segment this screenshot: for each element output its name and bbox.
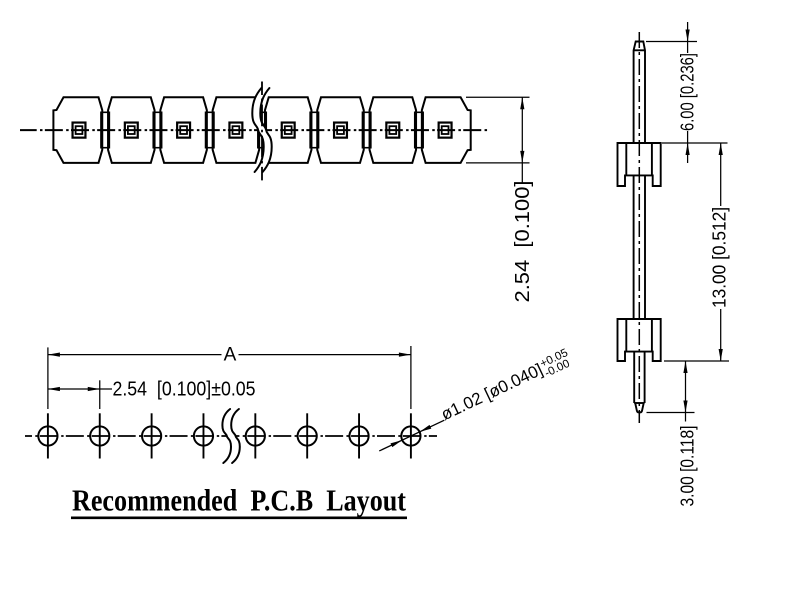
svg-text:A: A	[224, 344, 237, 365]
svg-text:6.00 [0.236]: 6.00 [0.236]	[677, 53, 697, 131]
svg-text:ø1.02 [ø0.040]+0.05-0.00: ø1.02 [ø0.040]+0.05-0.00	[438, 347, 574, 427]
svg-text:Recommended P.C.B Layout: Recommended P.C.B Layout	[72, 483, 407, 518]
svg-text:3.00 [0.118]: 3.00 [0.118]	[677, 426, 697, 507]
svg-text:2.54 [0.100]±0.05: 2.54 [0.100]±0.05	[113, 378, 256, 400]
svg-text:2.54 [0.100]: 2.54 [0.100]	[512, 181, 534, 303]
svg-text:13.00 [0.512]: 13.00 [0.512]	[710, 207, 730, 308]
